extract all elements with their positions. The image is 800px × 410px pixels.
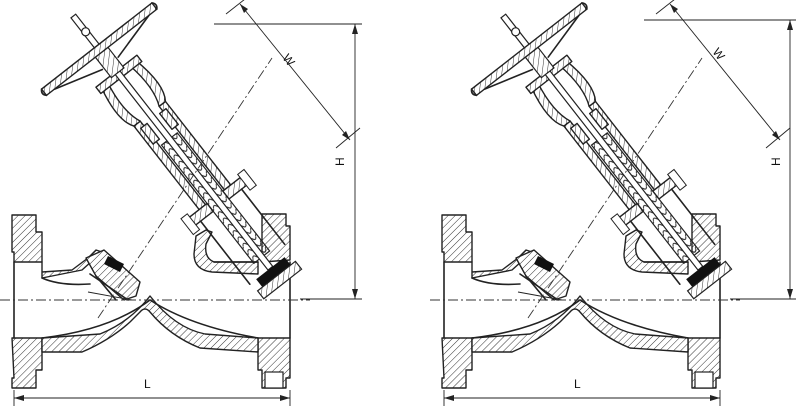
width-dimension: W <box>225 0 361 149</box>
length-label: L <box>574 377 581 391</box>
height-dimension: H <box>644 19 796 300</box>
length-label: L <box>144 377 151 391</box>
length-dimension: L <box>13 377 291 406</box>
valve-drawing-right: H W L <box>429 0 796 406</box>
width-label: W <box>710 45 728 63</box>
height-label: H <box>769 157 783 166</box>
width-label: W <box>280 51 298 69</box>
height-dimension: H <box>214 23 362 300</box>
valve-drawing-left: H W L <box>0 0 362 406</box>
length-dimension: L <box>443 377 721 406</box>
height-label: H <box>333 157 347 166</box>
width-dimension: W <box>655 0 791 149</box>
